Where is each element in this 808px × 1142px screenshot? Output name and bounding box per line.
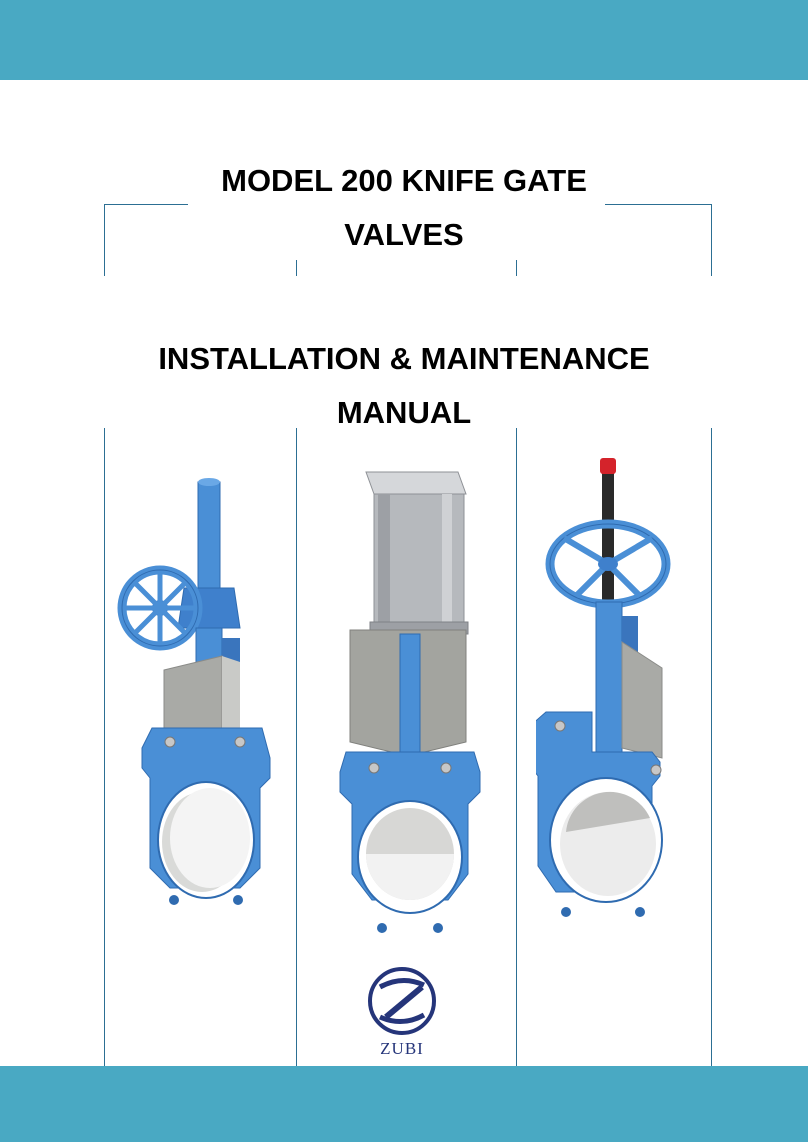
top-color-band: [0, 0, 808, 80]
frame-line: [711, 204, 712, 276]
frame-line: [296, 428, 297, 1066]
frame-line: [104, 204, 188, 205]
document-subtitle: INSTALLATION & MAINTENANCE MANUAL: [0, 335, 808, 437]
pneumatic-cylinder-icon: [365, 471, 467, 495]
frame-line: [516, 260, 517, 276]
document-title: MODEL 200 KNIFE GATE VALVES: [0, 160, 808, 256]
frame-line: [711, 428, 712, 1066]
zubi-logo: ZUBI: [364, 963, 440, 1059]
bottom-color-band: [0, 1066, 808, 1142]
subtitle-line-2: MANUAL: [336, 395, 472, 430]
title-line-1: MODEL 200 KNIFE GATE: [221, 163, 587, 198]
pneumatic-knife-gate-valve: [339, 471, 481, 933]
gear-operated-knife-gate-valve: [117, 478, 271, 905]
handwheel-knife-gate-valve: [536, 458, 671, 917]
frame-line: [516, 428, 517, 1066]
handwheel-icon: [117, 565, 203, 651]
logo-text: ZUBI: [380, 1039, 424, 1058]
frame-line: [296, 260, 297, 276]
frame-line: [104, 204, 105, 276]
subtitle-line-1: INSTALLATION & MAINTENANCE: [158, 341, 650, 376]
frame-line: [104, 428, 105, 1066]
zubi-logo-icon: [368, 967, 436, 1035]
frame-line: [605, 204, 712, 205]
title-line-2: VALVES: [344, 217, 464, 252]
